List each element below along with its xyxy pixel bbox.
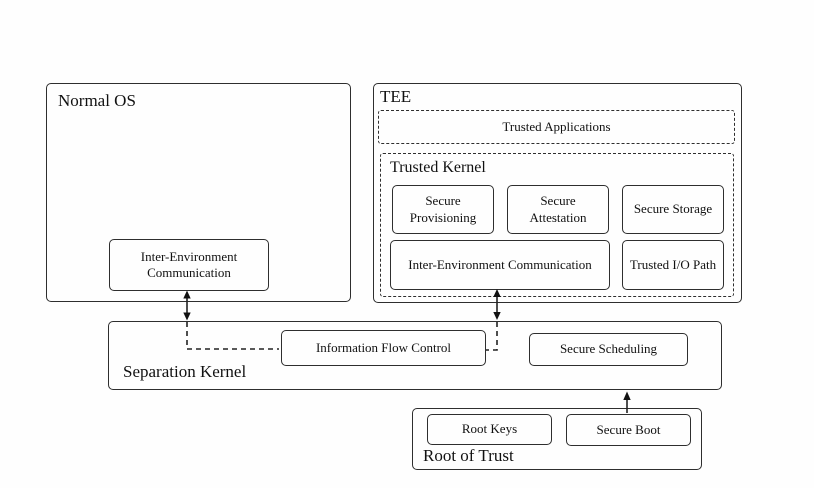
secure-attestation-box: Secure Attestation bbox=[507, 185, 609, 234]
root-keys-label: Root Keys bbox=[461, 421, 518, 437]
separation-kernel-title: Separation Kernel bbox=[123, 362, 247, 381]
trusted-kernel-title: Trusted Kernel bbox=[390, 159, 486, 176]
secure-boot-label: Secure Boot bbox=[596, 421, 661, 437]
trusted-io-path-box: Trusted I/O Path bbox=[622, 240, 724, 290]
secure-boot-box: Secure Boot bbox=[566, 414, 691, 446]
secure-storage-box: Secure Storage bbox=[622, 185, 724, 234]
secure-attestation-label: Secure Attestation bbox=[529, 193, 587, 225]
secure-provisioning-label: Secure Provisioning bbox=[409, 193, 477, 225]
tee-iec-box: Inter-Environment Communication bbox=[390, 240, 610, 290]
secure-provisioning-box: Secure Provisioning bbox=[392, 185, 494, 234]
root-keys-box: Root Keys bbox=[427, 414, 552, 445]
trusted-kernel-box: Trusted Kernel Secure Provisioning Secur… bbox=[380, 153, 734, 297]
tee-box: TEE Trusted Applications Trusted Kernel … bbox=[373, 83, 742, 303]
root-of-trust-box: Root of Trust Root Keys Secure Boot bbox=[412, 408, 702, 470]
tee-iec-label: Inter-Environment Communication bbox=[408, 256, 592, 272]
separation-kernel-box: Separation Kernel Information Flow Contr… bbox=[108, 321, 722, 390]
trusted-io-path-label: Trusted I/O Path bbox=[629, 256, 717, 272]
normal-os-iec-box: Inter-Environment Communication bbox=[109, 239, 269, 291]
root-of-trust-title: Root of Trust bbox=[423, 446, 514, 465]
normal-os-iec-label: Inter-Environment Communication bbox=[140, 248, 238, 280]
trusted-applications-box: Trusted Applications bbox=[378, 110, 735, 144]
tee-title: TEE bbox=[380, 87, 412, 106]
information-flow-control-box: Information Flow Control bbox=[281, 330, 486, 366]
secure-storage-label: Secure Storage bbox=[633, 201, 713, 217]
secure-scheduling-box: Secure Scheduling bbox=[529, 333, 688, 366]
normal-os-title: Normal OS bbox=[58, 91, 136, 110]
secure-scheduling-label: Secure Scheduling bbox=[559, 341, 658, 357]
normal-os-box: Normal OS Inter-Environment Communicatio… bbox=[46, 83, 351, 302]
trusted-applications-label: Trusted Applications bbox=[502, 118, 611, 134]
information-flow-control-label: Information Flow Control bbox=[315, 339, 452, 355]
